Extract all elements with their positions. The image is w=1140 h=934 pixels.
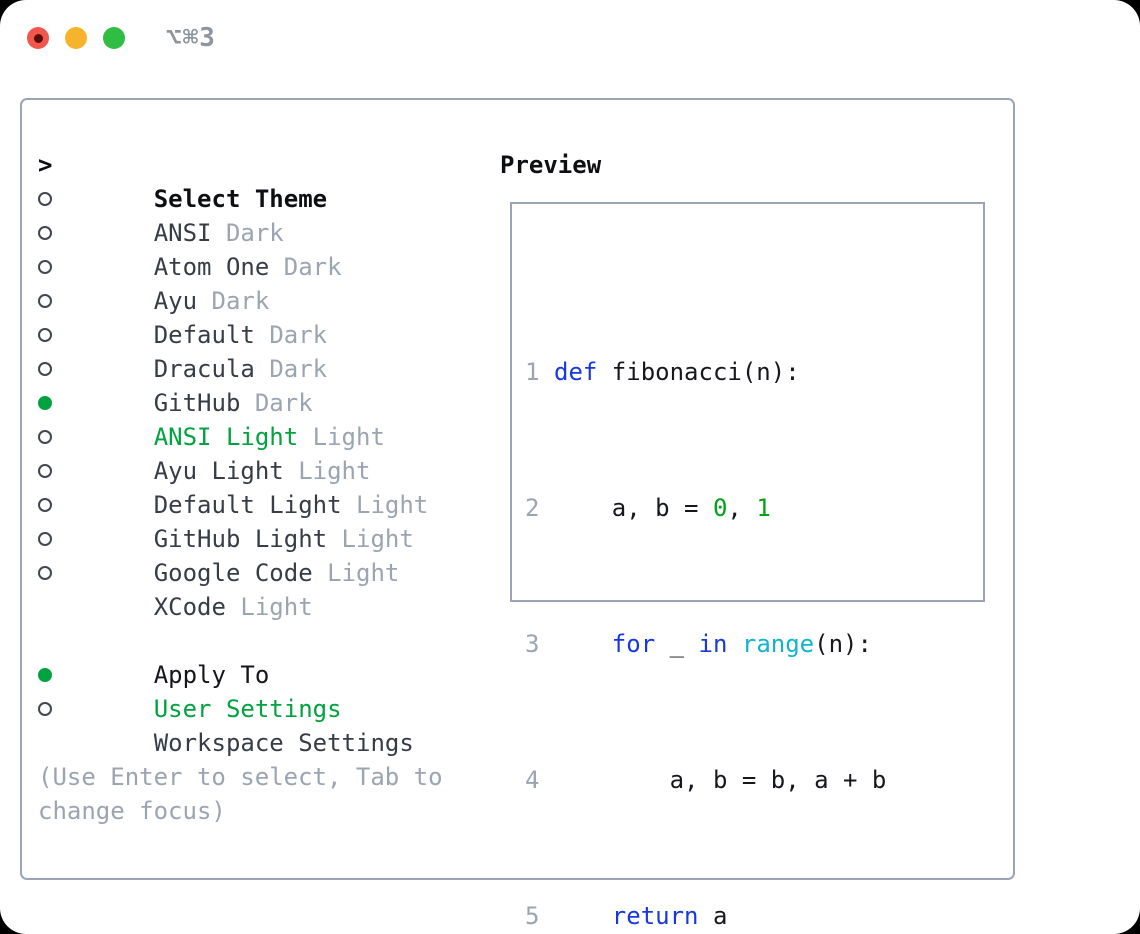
radio-selected-icon — [38, 396, 52, 410]
close-button[interactable] — [27, 27, 49, 49]
theme-option-ansi-light-selected[interactable]: ANSI Light Light — [38, 386, 443, 451]
select-theme-header: > Select Theme — [38, 148, 443, 213]
radio-icon — [38, 192, 52, 206]
zoom-button[interactable] — [103, 27, 125, 49]
theme-variant: Light — [341, 525, 414, 553]
radio-icon — [38, 260, 52, 274]
code-line: 2 a, b = 0, 1 — [525, 494, 771, 522]
theme-variant: Light — [240, 593, 313, 621]
radio-selected-icon — [38, 668, 52, 682]
theme-option-atom-one-dark[interactable]: Atom One Dark — [38, 216, 443, 281]
apply-to-header: Apply To — [153, 661, 270, 689]
radio-icon — [38, 328, 52, 342]
theme-option-dracula-dark[interactable]: Dracula Dark — [38, 318, 443, 383]
radio-icon — [38, 226, 52, 240]
radio-icon — [38, 498, 52, 512]
radio-icon — [38, 464, 52, 478]
theme-option-github-dark[interactable]: GitHub Dark — [38, 352, 443, 417]
keyboard-hint-line-1: (Use Enter to select, Tab to — [38, 763, 443, 791]
prompt-caret-icon: > — [38, 151, 53, 179]
radio-icon — [38, 294, 52, 308]
radio-icon — [38, 362, 52, 376]
theme-variant: Dark — [283, 253, 342, 281]
theme-variant: Light — [356, 491, 429, 519]
theme-variant: Dark — [269, 321, 328, 349]
theme-option-xcode-light[interactable]: XCode Light — [38, 556, 443, 621]
theme-variant: Light — [312, 423, 385, 451]
theme-option-ayu-light[interactable]: Ayu Light Light — [38, 420, 443, 485]
theme-option-ansi-dark[interactable]: ANSI Dark — [38, 182, 443, 247]
select-theme-title: Select Theme — [153, 185, 328, 213]
window-title-shortcut: ⌥⌘3 — [166, 23, 216, 53]
theme-variant: Dark — [269, 355, 328, 383]
theme-variant: Light — [327, 559, 400, 587]
theme-variant: Dark — [254, 389, 313, 417]
window-controls — [27, 27, 125, 49]
theme-option-default-dark[interactable]: Default Dark — [38, 284, 443, 349]
radio-icon — [38, 532, 52, 546]
theme-variant: Dark — [225, 219, 284, 247]
theme-option-google-code-light[interactable]: Google Code Light — [38, 522, 443, 587]
apply-option-workspace-settings[interactable]: Workspace Settings — [38, 692, 443, 757]
radio-icon — [38, 430, 52, 444]
keyboard-hint-line-2: change focus) — [38, 797, 226, 825]
code-line: 5 return a — [525, 902, 728, 930]
theme-variant: Dark — [211, 287, 270, 315]
theme-option-ayu-dark[interactable]: Ayu Dark — [38, 250, 443, 315]
radio-icon — [38, 566, 52, 580]
theme-option-default-light[interactable]: Default Light Light — [38, 454, 443, 519]
code-line: 3 for _ in range(n): — [525, 630, 872, 658]
preview-title: Preview — [500, 151, 602, 179]
code-line: 4 a, b = b, a + b — [525, 766, 887, 794]
theme-list: > Select Theme ANSI Dark Atom One Dark Ay… — [38, 148, 443, 828]
minimize-button[interactable] — [65, 27, 87, 49]
theme-option-github-light[interactable]: GitHub Light Light — [38, 488, 443, 553]
apply-option-user-settings[interactable]: User Settings — [38, 658, 443, 723]
theme-variant: Light — [298, 457, 371, 485]
radio-icon — [38, 702, 52, 716]
